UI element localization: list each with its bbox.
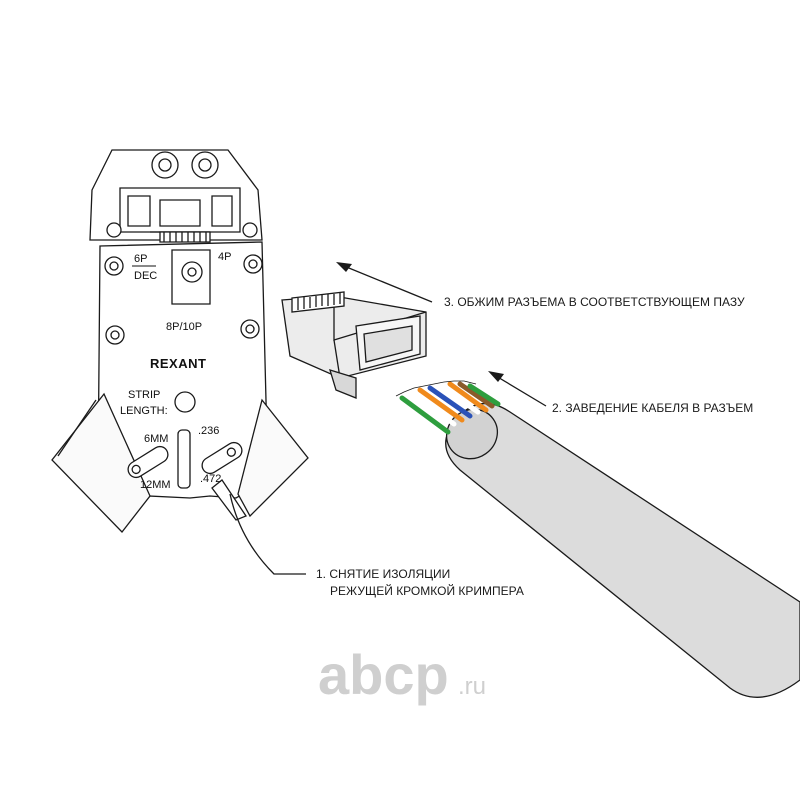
wire-outlines <box>395 380 477 397</box>
slot-6p-label: 6P <box>134 253 147 265</box>
length-label: LENGTH: <box>120 405 168 417</box>
watermark-logo: abcp <box>318 643 449 706</box>
brand-logo-text: REXANT <box>150 356 206 371</box>
pointer-lines <box>229 265 547 575</box>
cable-wires <box>399 381 501 435</box>
crimper-tool <box>51 149 309 533</box>
watermark-suffix: .ru <box>458 673 486 700</box>
arrowheads <box>336 262 504 382</box>
cable <box>445 402 800 698</box>
step1-label-line1: 1. СНЯТИЕ ИЗОЛЯЦИИ <box>316 567 450 581</box>
step2-label: 2. ЗАВЕДЕНИЕ КАБЕЛЯ В РАЗЪЕМ <box>552 401 753 415</box>
step-labels: 3. ОБЖИМ РАЗЪЕМА В СООТВЕТСТВУЮЩЕМ ПАЗУ … <box>316 295 753 598</box>
mm12-label: 12MM <box>140 479 171 491</box>
step3-label: 3. ОБЖИМ РАЗЪЕМА В СООТВЕТСТВУЮЩЕМ ПАЗУ <box>444 295 745 309</box>
inch-472-label: .472 <box>200 473 221 485</box>
step3-arrowhead <box>336 262 352 272</box>
step2-arrowhead <box>488 371 504 382</box>
step1-label-line2: РЕЖУЩЕЙ КРОМКОЙ КРИМПЕРА <box>330 583 524 598</box>
slot-dec-label: DEC <box>134 270 157 282</box>
tool-labels: 6P DEC 4P 8P/10P REXANT STRIP LENGTH: 6M… <box>120 251 231 491</box>
watermark: abcp .ru <box>318 643 486 706</box>
mm6-label: 6MM <box>144 433 168 445</box>
inch-236-label: .236 <box>198 425 219 437</box>
strip-label: STRIP <box>128 389 160 401</box>
rj45-connector <box>281 291 427 399</box>
slot-4p-label: 4P <box>218 251 231 263</box>
slot-8p10p-label: 8P/10P <box>166 321 202 333</box>
